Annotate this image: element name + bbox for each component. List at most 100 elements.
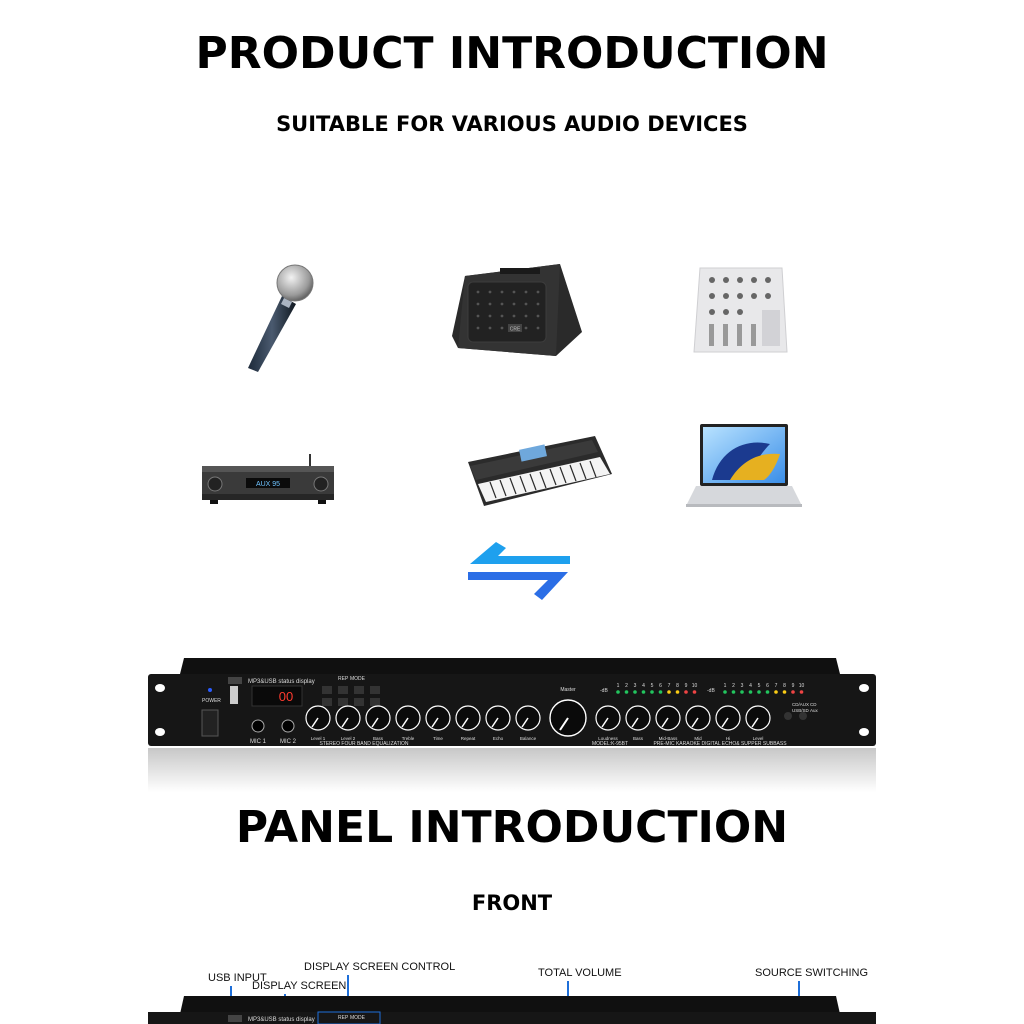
usb-input-callout: USB INPUT [208,972,267,984]
mixer-panel-detail: MP3&USB status display REP MODE [148,996,876,1024]
vu-led [782,690,787,694]
vu-led [658,690,663,694]
model-label: MODEL:K-95BT [592,741,628,747]
knob-pointer [661,717,669,728]
status-display-label-detail: MP3&USB status display [248,1017,315,1023]
speaker-badge: CRE [510,327,521,333]
total-volume-callout: TOTAL VOLUME [538,967,622,979]
knob-pointer [631,717,639,728]
knob-label: Treble [402,736,415,741]
knob-label: Level 1 [311,736,326,741]
knob-pointer [431,717,439,728]
vu-number: 3 [741,683,744,689]
vu-led [675,690,680,694]
vu-led [731,690,736,694]
vu-number: 6 [659,683,662,689]
source-button-2[interactable] [799,712,807,720]
rep-label: REP [338,676,349,682]
vu-number: 4 [642,683,645,689]
swap-arrows-icon [468,542,570,600]
vu-number: 7 [775,683,778,689]
mode-label-detail: MODE [350,1015,366,1021]
vu-number: 1 [617,683,620,689]
mic2-jack[interactable] [281,719,295,733]
status-display-label: MP3&USB status display [248,679,315,685]
vu-led [624,690,629,694]
vu-led [791,690,795,694]
mixer-icon [693,267,788,353]
echo-title: PRE-MIC KARAOKE DIGITAL ECHO& SUPPER SUB… [653,741,787,747]
speaker-icon: CRE [452,264,582,356]
knob-label: Bass [633,736,644,741]
knob-pointer [601,717,609,728]
knob-label: Level 2 [341,736,356,741]
mode-label: MODE [350,676,366,682]
vu-led [616,690,620,694]
vu-number: 8 [676,683,679,689]
knob-label: Balance [520,736,537,741]
product-introduction-title: PRODUCT INTRODUCTION [195,28,829,79]
knob-pointer [691,717,699,728]
mic1-jack[interactable] [251,719,265,733]
knob-pointer [751,717,759,728]
vu-led [748,690,753,694]
vu-number: 3 [634,683,637,689]
vu-led [633,690,637,694]
power-switch[interactable] [201,709,219,737]
eq-title: STEREO FOUR BAND EQUALIZATION [319,741,408,747]
vu-led [799,690,804,694]
vu-led [774,690,778,694]
knob-label: Mid-Bass [659,736,679,741]
knob-pointer [521,717,529,728]
source-label-d: Aux [810,708,819,713]
vu-number: 1 [724,683,727,689]
amplifier-icon: AUX 95 [202,454,334,504]
vu-led [692,690,697,694]
vu-number: 5 [758,683,761,689]
vu-number: 9 [792,683,795,689]
vu-led [757,690,761,694]
knob-label: Bass [373,736,384,741]
vu-led [765,690,770,694]
vu-number: 7 [668,683,671,689]
mixer-panel: MP3&USB status display REP MODE POWER 00… [148,658,876,792]
knob-pointer [721,717,729,728]
vu-number: 2 [625,683,628,689]
vu-led [650,690,654,694]
db-minus-label-2: -dB [707,688,715,694]
db-minus-label-1: -dB [600,688,608,694]
source-button-1[interactable] [784,712,792,720]
power-label: POWER [202,698,221,704]
front-label: FRONT [471,891,553,915]
source-switching-callout: SOURCE SWITCHING [755,967,869,979]
vu-number: 6 [766,683,769,689]
knob-label: Repeat [461,736,476,741]
knob-label: Level [753,736,764,741]
knob-pointer [371,717,379,728]
vu-led [740,690,744,694]
knob-pointer [311,717,319,728]
vu-led [667,690,671,694]
rep-label-detail: REP [338,1015,349,1021]
vu-led [684,690,688,694]
vu-led [723,690,727,694]
source-label-b: CD [810,702,817,707]
vu-number: 2 [732,683,735,689]
device-grid: CRE AUX 95 [202,264,802,507]
knob-label: Mid [694,736,702,741]
knob-label: Echo [493,736,504,741]
knob-label: Loudness [598,736,618,741]
vu-number: 4 [749,683,752,689]
knob-pointer [491,717,499,728]
knob-label: Hi [726,736,730,741]
display-screen-callout: DISPLAY SCREEN [252,980,347,992]
vu-number: 9 [685,683,688,689]
laptop-icon [686,424,802,507]
master-volume-knob[interactable] [549,699,587,737]
subtitle: SUITABLE FOR VARIOUS AUDIO DEVICES [276,112,748,136]
knob-pointer [341,717,349,728]
usb-port[interactable] [230,686,238,704]
